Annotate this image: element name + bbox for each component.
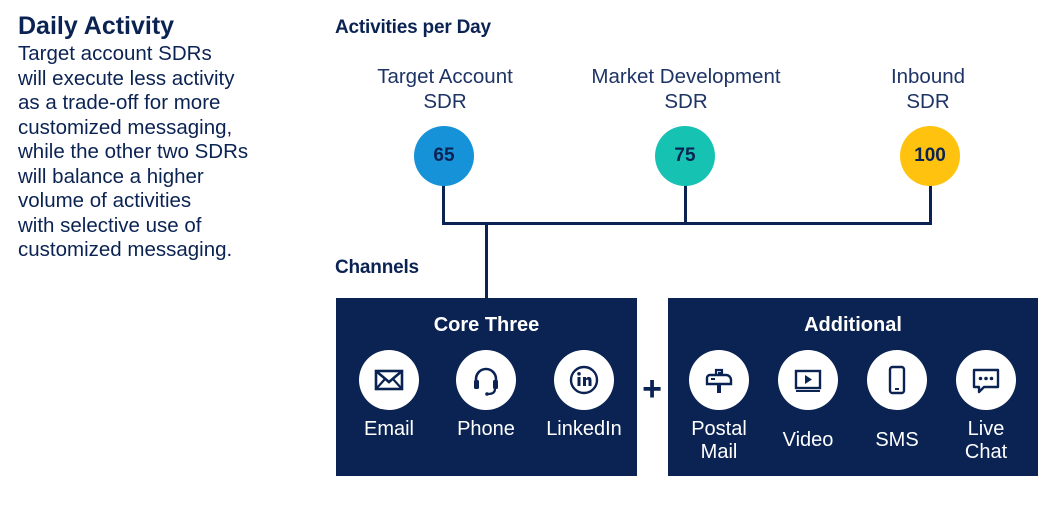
core-three-box: Core Three Email Phone LinkedIn bbox=[336, 298, 637, 476]
channel-label: Live Chat bbox=[936, 418, 1036, 464]
sdr-label-market-development: Market Development SDR bbox=[566, 64, 806, 114]
connector-market-development bbox=[684, 180, 687, 225]
sdr-value-circle-market-development: 75 bbox=[655, 126, 715, 186]
intro-line: Target account SDRs bbox=[18, 42, 212, 65]
intro-body: Target account SDRs will execute less ac… bbox=[18, 42, 308, 263]
additional-title: Additional bbox=[804, 314, 902, 336]
sdr-label-line: SDR bbox=[906, 90, 950, 113]
sdr-label-line: Target Account bbox=[377, 65, 513, 88]
video-play-icon bbox=[778, 350, 838, 410]
channel-linkedin: LinkedIn bbox=[534, 350, 634, 441]
channel-label-line: Live bbox=[967, 418, 1005, 440]
sdr-value: 75 bbox=[674, 145, 696, 166]
connector-horizontal bbox=[442, 222, 932, 225]
mobile-phone-icon bbox=[867, 350, 927, 410]
intro-line: as a trade-off for more bbox=[18, 91, 221, 114]
channels-heading: Channels bbox=[335, 257, 419, 278]
plus-sign: + bbox=[642, 370, 662, 408]
channel-label: LinkedIn bbox=[546, 418, 622, 440]
chat-bubble-icon bbox=[956, 350, 1016, 410]
channel-label: Phone bbox=[457, 418, 515, 440]
channel-email: Email bbox=[339, 350, 439, 441]
sdr-value: 100 bbox=[914, 145, 946, 166]
intro-line: with selective use of bbox=[18, 213, 202, 237]
sdr-label-line: Inbound bbox=[890, 65, 966, 88]
connector-to-channels bbox=[485, 222, 488, 300]
channel-label: Video bbox=[782, 429, 834, 451]
channel-sms: SMS bbox=[847, 350, 947, 452]
connector-inbound bbox=[929, 180, 932, 225]
intro-title: Daily Activity bbox=[18, 12, 175, 40]
sdr-label-line: Market Development bbox=[591, 65, 781, 88]
core-three-title: Core Three bbox=[433, 314, 540, 336]
intro-line: volume of activities bbox=[18, 189, 192, 212]
channel-phone: Phone bbox=[436, 350, 536, 441]
sdr-label-target-account: Target Account SDR bbox=[325, 64, 565, 114]
sdr-value-circle-inbound: 100 bbox=[900, 126, 960, 186]
mailbox-icon bbox=[689, 350, 749, 410]
sdr-label-inbound: Inbound SDR bbox=[808, 64, 1048, 114]
sdr-label-line: SDR bbox=[664, 90, 708, 113]
linkedin-icon bbox=[554, 350, 614, 410]
channel-postal-mail: Postal Mail bbox=[669, 350, 769, 464]
sdr-value-circle-target-account: 65 bbox=[414, 126, 474, 186]
intro-line: will balance a higher bbox=[18, 164, 204, 188]
channel-label: SMS bbox=[875, 429, 919, 451]
envelope-icon bbox=[359, 350, 419, 410]
intro-line: will execute less activity bbox=[18, 66, 235, 90]
connector-target-account bbox=[442, 180, 445, 225]
sdr-value: 65 bbox=[433, 145, 455, 166]
sdr-label-line: SDR bbox=[423, 90, 467, 113]
channel-label-line: Postal bbox=[691, 418, 747, 440]
channel-label-line: Chat bbox=[964, 441, 1008, 463]
intro-line: customized messaging, bbox=[18, 115, 233, 139]
additional-box: Additional Postal Mail Video SMS Live Ch… bbox=[668, 298, 1038, 476]
channel-live-chat: Live Chat bbox=[936, 350, 1036, 464]
headset-icon bbox=[456, 350, 516, 410]
channel-label-line: Mail bbox=[700, 441, 738, 463]
activities-heading: Activities per Day bbox=[335, 17, 491, 38]
intro-line: customized messaging. bbox=[18, 238, 233, 261]
channel-label: Postal Mail bbox=[669, 418, 769, 464]
intro-line: while the other two SDRs bbox=[18, 140, 249, 163]
channel-video: Video bbox=[758, 350, 858, 452]
channel-label: Email bbox=[363, 418, 414, 440]
